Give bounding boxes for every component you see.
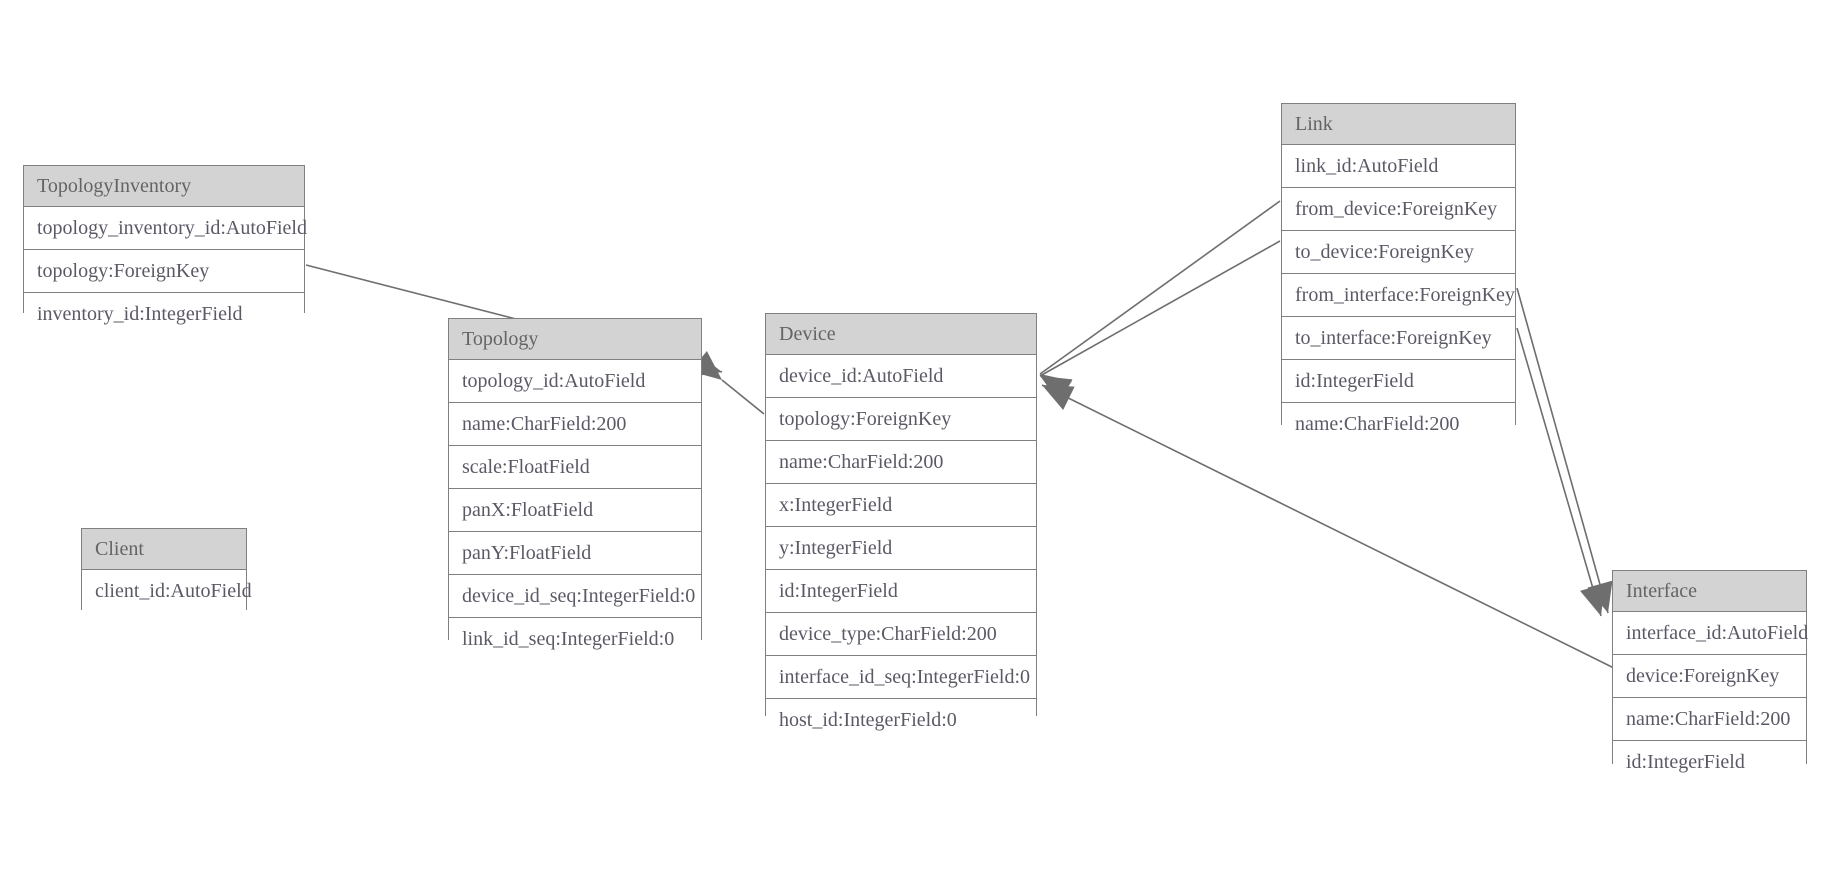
entity-field-row: name:CharField:200 xyxy=(1282,403,1515,445)
entity-field-row: id:IntegerField xyxy=(1282,360,1515,403)
entity-field-row: topology_id:AutoField xyxy=(449,360,701,403)
entity-field-row: name:CharField:200 xyxy=(766,441,1036,484)
entity-field-row: y:IntegerField xyxy=(766,527,1036,570)
entity-field-row: link_id:AutoField xyxy=(1282,145,1515,188)
entity-field-row: name:CharField:200 xyxy=(1613,698,1806,741)
entity-field-row: to_interface:ForeignKey xyxy=(1282,317,1515,360)
entity-field-row: name:CharField:200 xyxy=(449,403,701,446)
entity-field-row: x:IntegerField xyxy=(766,484,1036,527)
entity-title-link: Link xyxy=(1282,104,1515,145)
relationship-arrowhead xyxy=(1042,385,1075,410)
relationship-arrowhead xyxy=(1040,374,1072,403)
entity-field-row: to_device:ForeignKey xyxy=(1282,231,1515,274)
entity-title-topology: Topology xyxy=(449,319,701,360)
relationship-arrowhead xyxy=(1580,583,1606,616)
entity-field-row: scale:FloatField xyxy=(449,446,701,489)
entity-field-row: device_id_seq:IntegerField:0 xyxy=(449,575,701,618)
entity-field-row: topology:ForeignKey xyxy=(766,398,1036,441)
relationship-line xyxy=(1516,327,1602,617)
relationship-line xyxy=(1516,287,1609,614)
entity-title-topologyinventory: TopologyInventory xyxy=(24,166,304,207)
entity-field-row: device_type:CharField:200 xyxy=(766,613,1036,656)
entity-field-row: from_device:ForeignKey xyxy=(1282,188,1515,231)
entity-field-row: interface_id_seq:IntegerField:0 xyxy=(766,656,1036,699)
entity-field-row: client_id:AutoField xyxy=(82,570,252,612)
entity-field-row: from_interface:ForeignKey xyxy=(1282,274,1515,317)
relationship-arrowhead xyxy=(1040,376,1073,403)
entity-field-row: panY:FloatField xyxy=(449,532,701,575)
entity-title-device: Device xyxy=(766,314,1036,355)
entity-title-interface: Interface xyxy=(1613,571,1806,612)
entity-field-row: host_id:IntegerField:0 xyxy=(766,699,1036,741)
entity-field-row: topology:ForeignKey xyxy=(24,250,304,293)
relationship-line xyxy=(1039,240,1281,377)
entity-field-row: inventory_id:IntegerField xyxy=(24,293,304,335)
entity-field-list: client_id:AutoField xyxy=(82,570,252,612)
entity-field-row: id:IntegerField xyxy=(1613,741,1806,783)
entity-field-row: device_id:AutoField xyxy=(766,355,1036,398)
entity-field-row: device:ForeignKey xyxy=(1613,655,1806,698)
entity-field-row: id:IntegerField xyxy=(766,570,1036,613)
entity-field-row: interface_id:AutoField xyxy=(1613,612,1808,655)
entity-title-client: Client xyxy=(82,529,246,570)
relationship-line xyxy=(721,379,765,415)
entity-field-row: topology_inventory_id:AutoField xyxy=(24,207,307,250)
relationship-line xyxy=(1039,200,1281,375)
entity-field-row: panX:FloatField xyxy=(449,489,701,532)
entity-field-row: link_id_seq:IntegerField:0 xyxy=(449,618,701,660)
